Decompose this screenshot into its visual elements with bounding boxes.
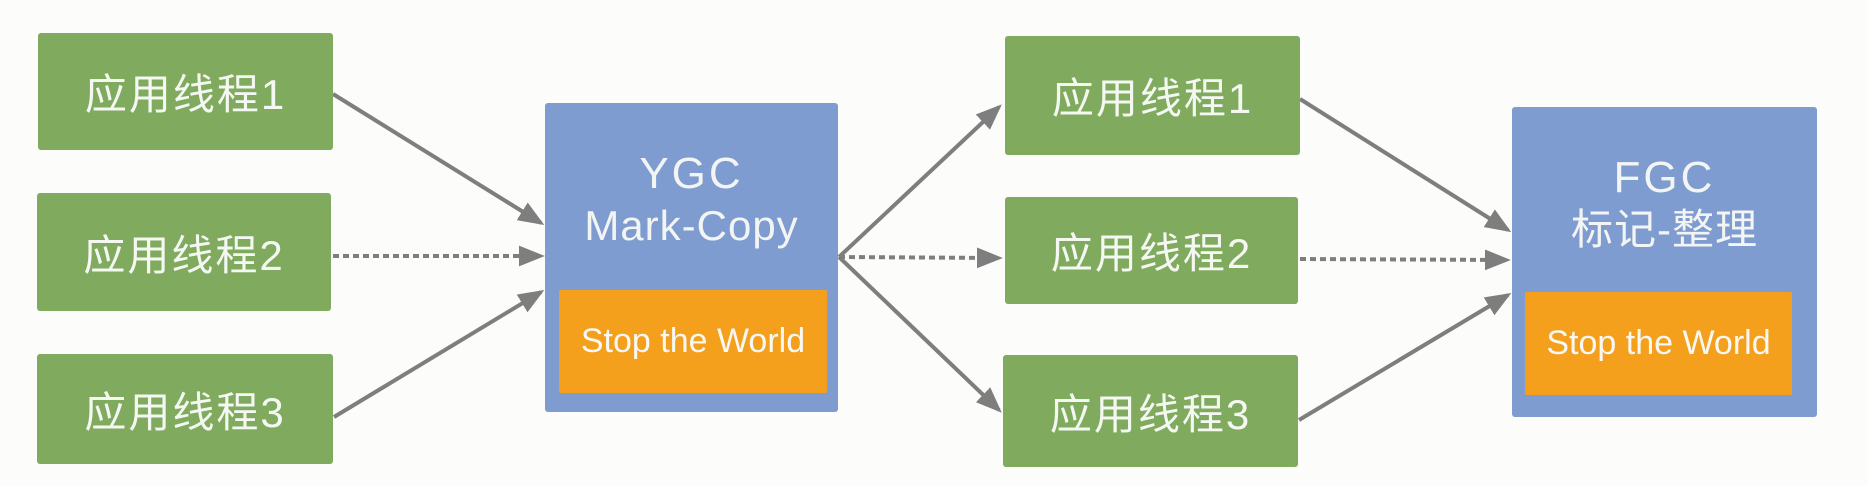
arrow-left1-to-ygc — [331, 92, 545, 226]
fgc-method: 标记-整理 — [1571, 206, 1758, 253]
thread-box-left-1: 应用线程1 — [38, 33, 333, 150]
stop-the-world-label: Stop the World — [580, 322, 806, 360]
fgc-title: FGC — [1613, 153, 1716, 202]
ygc-stop-the-world-box: Stop the World — [559, 290, 827, 393]
thread-label: 应用线程3 — [1049, 390, 1252, 438]
thread-label: 应用线程2 — [83, 231, 285, 279]
ygc-method: Mark-Copy — [584, 202, 799, 249]
thread-box-left-3: 应用线程3 — [37, 354, 333, 464]
arrow-mid3-to-fgc — [1297, 292, 1512, 422]
thread-label: 应用线程1 — [1051, 75, 1254, 122]
ygc-box: YGC Mark-Copy Stop the World — [545, 103, 838, 412]
stop-the-world-label: Stop the World — [1546, 324, 1771, 362]
thread-box-middle-3: 应用线程3 — [1003, 355, 1298, 467]
arrow-mid1-to-fgc — [1298, 97, 1512, 233]
ygc-title-block: YGC Mark-Copy — [545, 103, 838, 252]
arrow-left3-to-ygc — [332, 289, 545, 419]
thread-label: 应用线程1 — [84, 71, 287, 118]
thread-box-left-2: 应用线程2 — [37, 193, 331, 311]
thread-label: 应用线程2 — [1050, 230, 1253, 277]
thread-box-middle-1: 应用线程1 — [1005, 36, 1300, 155]
arrow-mid2-to-fgc — [1299, 249, 1511, 271]
thread-box-middle-2: 应用线程2 — [1005, 197, 1298, 304]
fgc-box: FGC 标记-整理 Stop the World — [1512, 107, 1817, 417]
thread-label: 应用线程3 — [84, 388, 286, 436]
arrow-ygc-to-mid1 — [837, 104, 1002, 259]
fgc-stop-the-world-box: Stop the World — [1525, 292, 1792, 395]
fgc-title-block: FGC 标记-整理 — [1512, 107, 1817, 256]
arrow-ygc-to-mid2 — [838, 247, 1003, 269]
ygc-title: YGC — [639, 149, 744, 198]
arrow-ygc-to-mid3 — [837, 255, 1002, 413]
